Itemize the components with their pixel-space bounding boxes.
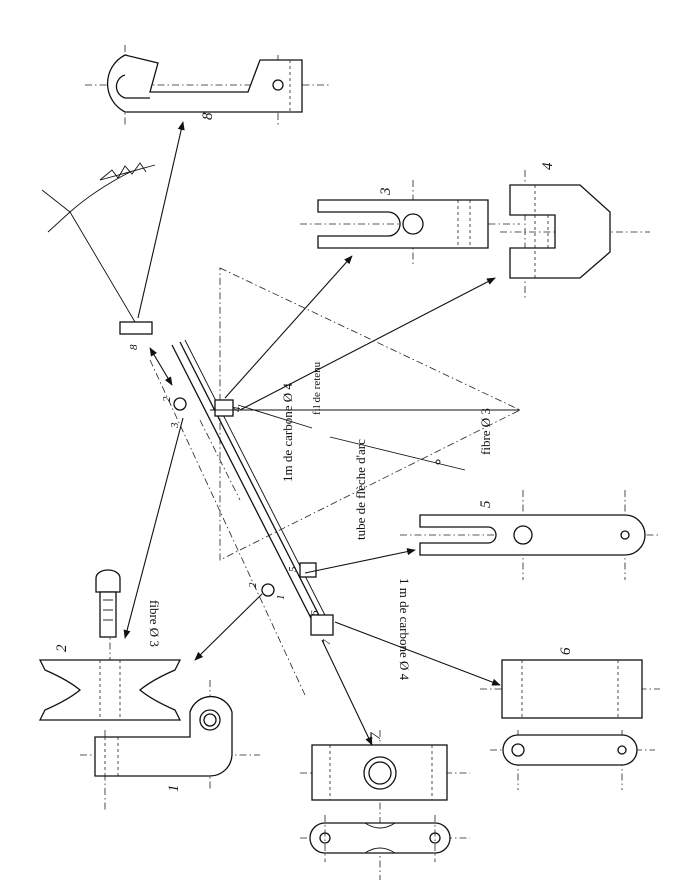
rod-number-5: 5 xyxy=(287,566,299,572)
leader-part-8 xyxy=(137,121,185,319)
leader-part-3 xyxy=(224,255,353,399)
rod-number-7: 7 xyxy=(321,639,333,645)
number-3: 3 xyxy=(378,188,394,197)
feathers-sketch xyxy=(99,162,156,181)
label-carbone-main: 1m de carbone Ø 4 xyxy=(280,383,295,482)
rod-number-4: 4 xyxy=(231,406,243,412)
number-5: 5 xyxy=(478,500,494,508)
rod-number-8: 8 xyxy=(128,344,140,350)
part-3-drawing xyxy=(300,180,520,265)
arrow-tube-line xyxy=(329,436,466,471)
label-carbone-lower: 1 m de carbone Ø 4 xyxy=(397,578,412,681)
rod-number-1: 1 xyxy=(275,595,287,601)
number-6: 6 xyxy=(558,647,574,655)
mount-ring-upper xyxy=(173,397,187,411)
number-1: 1 xyxy=(166,785,182,793)
main-assembly xyxy=(41,162,521,696)
rod-number-2: 2 xyxy=(161,396,173,402)
rod-number-3: 3 xyxy=(169,422,181,429)
part-5-on-rod xyxy=(299,562,317,578)
part-7-drawing xyxy=(300,730,470,880)
leader-part-6 xyxy=(334,621,501,686)
part-5-drawing xyxy=(400,490,660,580)
part-4-on-rod xyxy=(214,399,234,417)
carbon-rod xyxy=(149,339,332,696)
part-7-on-rod xyxy=(310,614,334,636)
mount-ring-lower xyxy=(261,583,275,597)
number-8: 8 xyxy=(200,112,216,120)
number-4: 4 xyxy=(540,162,556,170)
label-fibre-right: fibre Ø 3 xyxy=(478,408,493,455)
part-6-drawing xyxy=(480,659,660,790)
part-1-drawing xyxy=(80,680,260,810)
leader-part-7 xyxy=(321,639,373,746)
part-2-drawing xyxy=(38,569,182,721)
rod-number-2b: 2 xyxy=(247,582,259,588)
leader-fibre xyxy=(123,417,184,639)
number-7: 7 xyxy=(368,731,384,740)
label-fibre-left: fibre Ø 3 xyxy=(147,600,162,647)
part-4-drawing xyxy=(500,170,650,300)
leader-part-2 xyxy=(194,593,263,661)
leader-part-4 xyxy=(239,277,496,411)
number-2: 2 xyxy=(54,644,70,652)
label-fil-retenu: fil de retenu xyxy=(311,361,323,415)
rod-number-6: 6 xyxy=(309,610,321,616)
leader-part-5 xyxy=(304,548,416,574)
part-8-drawing xyxy=(85,45,330,125)
rod-end-part-8 xyxy=(119,321,153,335)
label-tube-fleche: tube de flèche d'arc xyxy=(353,439,368,540)
